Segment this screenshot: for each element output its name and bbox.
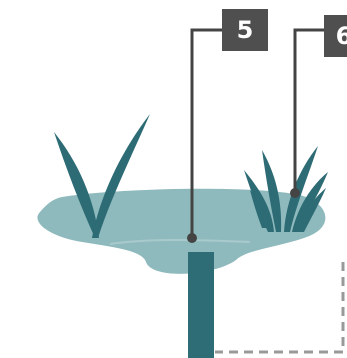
outlet-pipe	[188, 252, 214, 358]
dashed-outline	[215, 262, 343, 352]
callout-5-dot	[187, 233, 197, 243]
callout-label-5: 5	[222, 9, 268, 51]
callout-6-dot	[290, 188, 300, 198]
callout-label-6: 6	[324, 15, 347, 57]
